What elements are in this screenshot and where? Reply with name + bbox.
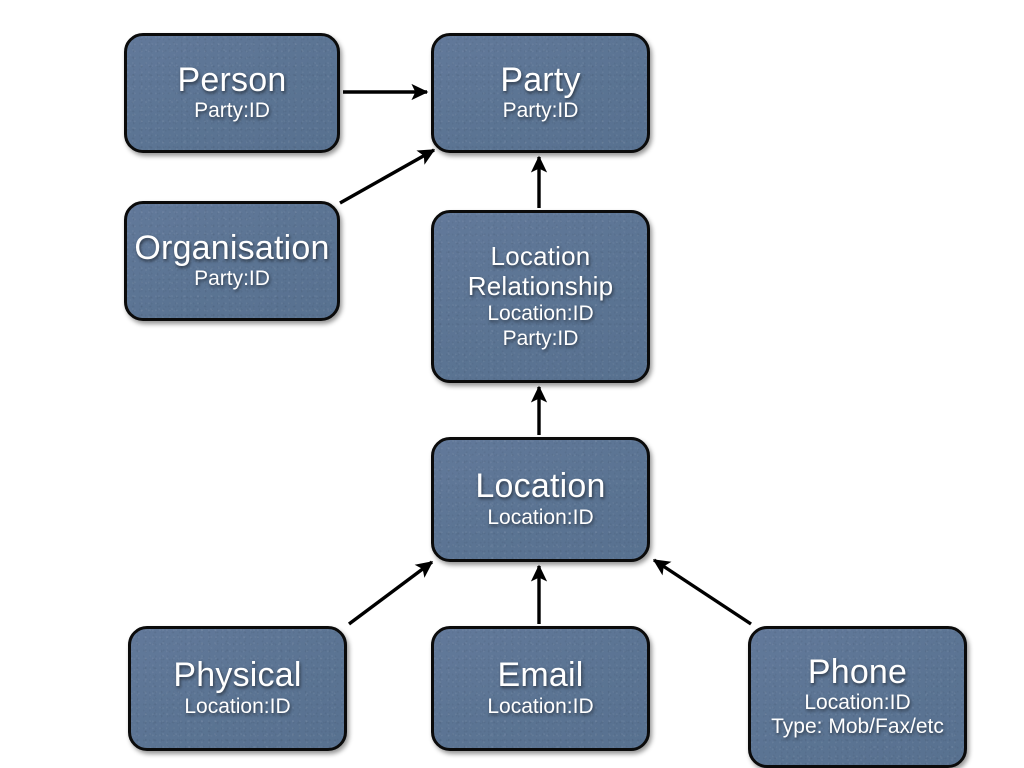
entity-attribute: Party:ID: [194, 267, 270, 291]
entity-attributes-location: Location:ID: [487, 506, 593, 530]
entity-box-phone[interactable]: Phone Location:ID Type: Mob/Fax/etc: [748, 626, 967, 768]
entity-title-person: Person: [177, 60, 287, 99]
entity-attribute: Location:ID: [804, 691, 911, 715]
entity-box-physical[interactable]: Physical Location:ID: [128, 626, 347, 751]
entity-attributes-phone: Location:ID Type: Mob/Fax/etc: [771, 691, 944, 739]
entity-title-email: Email: [497, 656, 584, 695]
entity-box-party[interactable]: Party Party:ID: [431, 33, 650, 153]
entity-attribute: Location:ID: [487, 505, 594, 529]
entity-attributes-location-relationship: Location:ID Party:ID: [487, 302, 593, 350]
entity-attribute: Location:ID: [487, 302, 594, 326]
entity-attribute: Party:ID: [502, 326, 579, 350]
entity-title-organisation: Organisation: [134, 228, 330, 267]
entity-attribute: Party:ID: [194, 99, 270, 123]
entity-title-phone: Phone: [807, 652, 908, 691]
entity-attributes-organisation: Party:ID: [194, 267, 270, 291]
entity-attribute: Party:ID: [502, 99, 579, 123]
entity-attribute: Location:ID: [184, 694, 291, 718]
edge-phone-to-location: [652, 558, 752, 626]
entity-title-location: Location: [475, 467, 606, 506]
entity-box-organisation[interactable]: Organisation Party:ID: [124, 201, 340, 321]
entity-attributes-email: Location:ID: [487, 695, 593, 719]
entity-box-person[interactable]: Person Party:ID: [124, 33, 340, 153]
entity-title-party: Party: [500, 60, 581, 99]
entity-attribute: Type: Mob/Fax/etc: [771, 715, 944, 739]
edge-organisation-to-party: [339, 148, 436, 205]
entity-attribute: Location:ID: [487, 694, 594, 718]
entity-title-location-relationship: Location Relationship: [467, 241, 614, 301]
entity-box-location-relationship[interactable]: Location Relationship Location:ID Party:…: [431, 210, 650, 383]
entity-box-email[interactable]: Email Location:ID: [431, 626, 650, 751]
entity-title-line-2: Relationship: [467, 270, 614, 301]
entity-attributes-party: Party:ID: [503, 99, 579, 123]
entity-attributes-person: Party:ID: [194, 99, 270, 123]
entity-title-physical: Physical: [173, 656, 302, 695]
entity-title-line-1: Location: [490, 241, 591, 272]
entity-attributes-physical: Location:ID: [184, 695, 290, 719]
entity-box-location[interactable]: Location Location:ID: [431, 437, 650, 562]
edge-physical-to-location: [347, 560, 434, 626]
